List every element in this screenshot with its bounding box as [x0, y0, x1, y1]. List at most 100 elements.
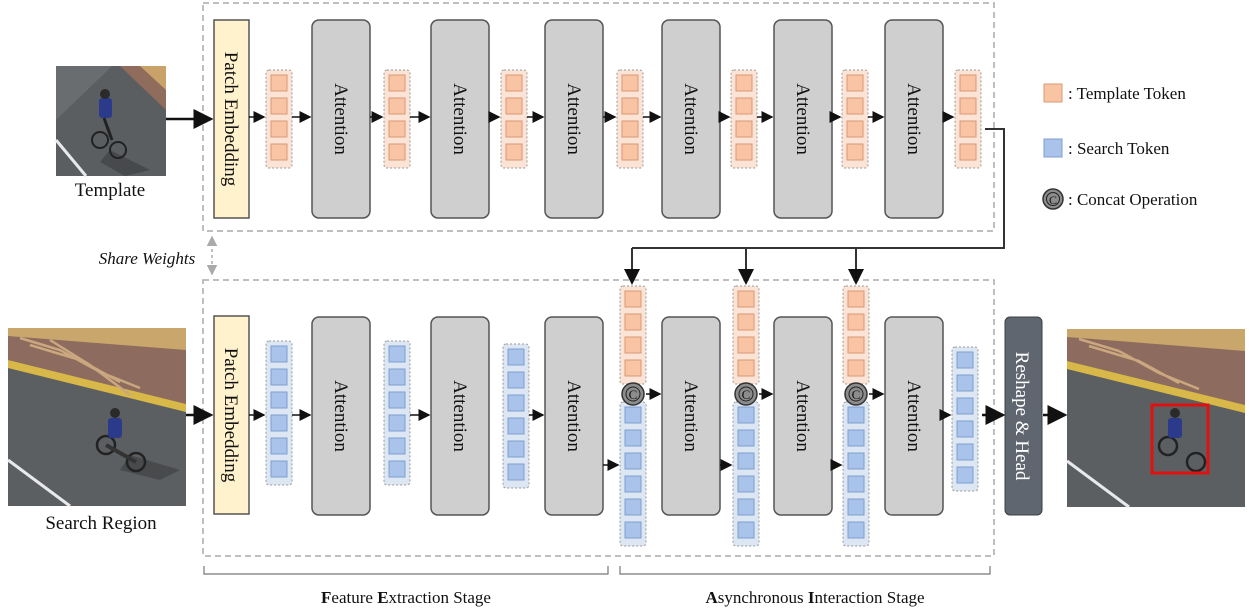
search-token — [624, 452, 642, 470]
template-token — [959, 74, 977, 92]
search-token — [507, 371, 525, 389]
interaction-brace: Asynchronous Interaction Stage — [619, 566, 991, 607]
template-token — [847, 336, 865, 354]
attention-block-top-2: Attention — [430, 19, 490, 219]
search-token — [270, 460, 288, 478]
search-region-image — [7, 328, 186, 508]
search-token — [624, 521, 642, 539]
feature-extraction-stage-label: Feature Extraction Stage — [321, 588, 491, 607]
legend-concat-label: : Concat Operation — [1068, 190, 1198, 209]
attention-block-top-4-label: Attention — [680, 83, 701, 155]
search-token-group — [732, 401, 760, 547]
search-token — [737, 475, 755, 493]
attention-block-bottom-6-label: Attention — [903, 380, 924, 452]
template-token — [270, 97, 288, 115]
template-token — [624, 313, 642, 331]
template-feature-routing — [624, 128, 1005, 285]
search-token — [737, 406, 755, 424]
attention-block-top-6: Attention — [884, 19, 944, 219]
feature-extraction-brace: Feature Extraction Stage — [203, 566, 609, 607]
template-token — [737, 359, 755, 377]
template-token — [737, 290, 755, 308]
template-token — [388, 74, 406, 92]
injected-template-token-group — [842, 285, 870, 385]
search-token — [388, 345, 406, 363]
search-token — [388, 437, 406, 455]
search-token — [624, 429, 642, 447]
template-token — [621, 120, 639, 138]
search-token — [507, 440, 525, 458]
template-token — [959, 120, 977, 138]
tracking-bounding-box — [1150, 403, 1210, 475]
template-token-group — [500, 69, 528, 169]
attention-block-top-5: Attention — [773, 19, 833, 219]
search-token — [507, 417, 525, 435]
template-token — [624, 290, 642, 308]
search-token — [270, 368, 288, 386]
template-token — [735, 74, 753, 92]
search-token — [388, 460, 406, 478]
legend: : Template Token : Search Token C : Conc… — [1042, 83, 1198, 210]
injected-template-token-group — [732, 285, 760, 385]
search-token-group — [502, 343, 530, 489]
search-token-group — [619, 401, 647, 547]
search-token — [507, 463, 525, 481]
attention-block-bottom-3: Attention — [544, 316, 604, 516]
template-token-group — [383, 69, 411, 169]
search-token — [847, 406, 865, 424]
template-token — [388, 120, 406, 138]
output-search-token-group — [951, 346, 979, 492]
legend-search-token-label: : Search Token — [1068, 139, 1170, 158]
patch-embedding-template: Patch Embedding — [213, 19, 250, 219]
legend-template-token-icon — [1043, 83, 1063, 103]
search-token — [847, 475, 865, 493]
attention-block-top-1-label: Attention — [330, 83, 351, 155]
concat-icon: C — [734, 382, 758, 406]
template-token — [846, 74, 864, 92]
legend-search-token-icon — [1043, 138, 1063, 158]
template-token — [959, 97, 977, 115]
asynchronous-interaction-stage-label: Asynchronous Interaction Stage — [705, 588, 924, 607]
template-label: Template — [75, 180, 145, 201]
search-token — [737, 452, 755, 470]
template-token — [621, 143, 639, 161]
search-token — [956, 466, 974, 484]
template-token — [847, 313, 865, 331]
attention-block-bottom-2-label: Attention — [449, 380, 470, 452]
attention-block-bottom-2: Attention — [430, 316, 490, 516]
template-token-group — [616, 69, 644, 169]
attention-block-bottom-4: Attention — [661, 316, 721, 516]
legend-concat-symbol: C — [1049, 193, 1057, 207]
search-token — [737, 521, 755, 539]
template-token — [388, 143, 406, 161]
template-token-group — [954, 69, 982, 169]
template-token — [505, 97, 523, 115]
template-token — [621, 74, 639, 92]
search-token — [737, 429, 755, 447]
search-token — [624, 475, 642, 493]
template-token — [270, 74, 288, 92]
attention-block-bottom-3-label: Attention — [563, 380, 584, 452]
attention-block-top-3: Attention — [544, 19, 604, 219]
concat-icon: C — [621, 382, 645, 406]
patch-embedding-search: Patch Embedding — [213, 315, 250, 515]
search-token — [956, 351, 974, 369]
template-token — [737, 313, 755, 331]
concat-symbol: C — [852, 387, 861, 402]
search-token — [624, 406, 642, 424]
attention-block-top-6-label: Attention — [903, 83, 924, 155]
search-token — [624, 498, 642, 516]
search-token — [388, 414, 406, 432]
template-token — [735, 97, 753, 115]
attention-block-top-3-label: Attention — [563, 83, 584, 155]
attention-block-top-2-label: Attention — [449, 83, 470, 155]
search-token — [847, 429, 865, 447]
attention-block-bottom-4-label: Attention — [680, 380, 701, 452]
output-image — [1066, 329, 1245, 509]
template-token — [505, 143, 523, 161]
patch-embedding-search-label: Patch Embedding — [220, 348, 241, 483]
search-region-label: Search Region — [45, 513, 157, 534]
attention-block-bottom-1-label: Attention — [330, 380, 351, 452]
search-token-group — [842, 401, 870, 547]
